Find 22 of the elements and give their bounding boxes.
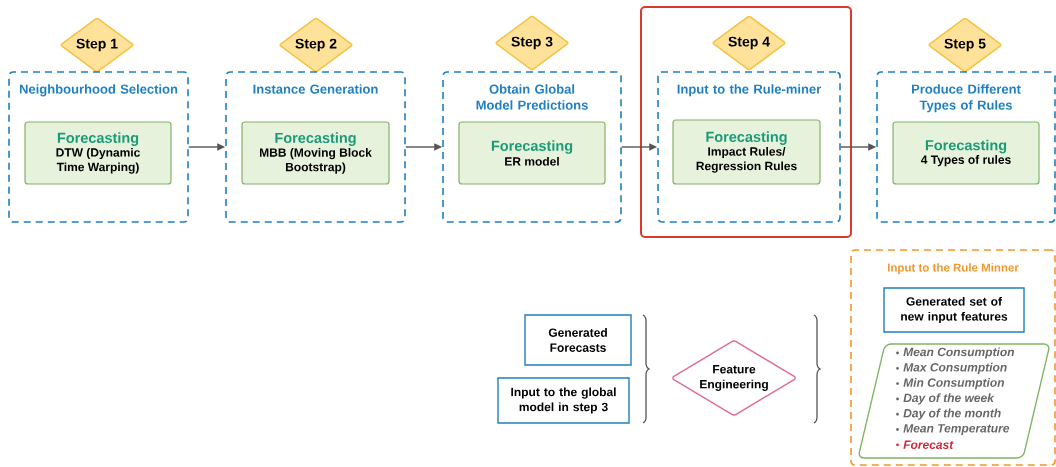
panel-title: Neighbourhood Selection	[19, 84, 178, 97]
panel-title: Instance Generation	[253, 84, 378, 94]
list-item: Forecast	[896, 440, 954, 449]
panel-title: Obtain Global Model Predictions	[476, 84, 588, 110]
panel-title: Input to the Rule-miner	[677, 84, 822, 97]
list-item: Mean Consumption	[896, 347, 1014, 359]
highlight-frame	[640, 6, 852, 238]
input-box: Generated set of new input features	[883, 287, 1025, 333]
list-item: Mean Temperature	[896, 424, 1010, 435]
input-box: Input to the global model in step 3	[497, 377, 630, 424]
process-box: Forecasting MBB (Moving Block Bootstrap)	[241, 121, 390, 185]
list-item: Day of the week	[896, 393, 995, 405]
list-item: Min Consumption	[896, 378, 1004, 390]
panel-title: Input to the Rule Minner	[888, 263, 1019, 274]
process-box: Forecasting ER model	[458, 121, 606, 185]
list-item: Day of the month	[896, 408, 1001, 420]
list-item: Max Consumption	[896, 362, 1007, 374]
process-box: Forecasting 4 Types of rules	[892, 121, 1040, 185]
process-box: Forecasting DTW (Dynamic Time Warping)	[24, 121, 172, 185]
input-box: Generated Forecasts	[524, 314, 632, 366]
process-box: Forecasting Impact Rules/ Regression Rules	[672, 119, 821, 185]
panel-title: Produce Different Types of Rules	[912, 84, 1021, 113]
